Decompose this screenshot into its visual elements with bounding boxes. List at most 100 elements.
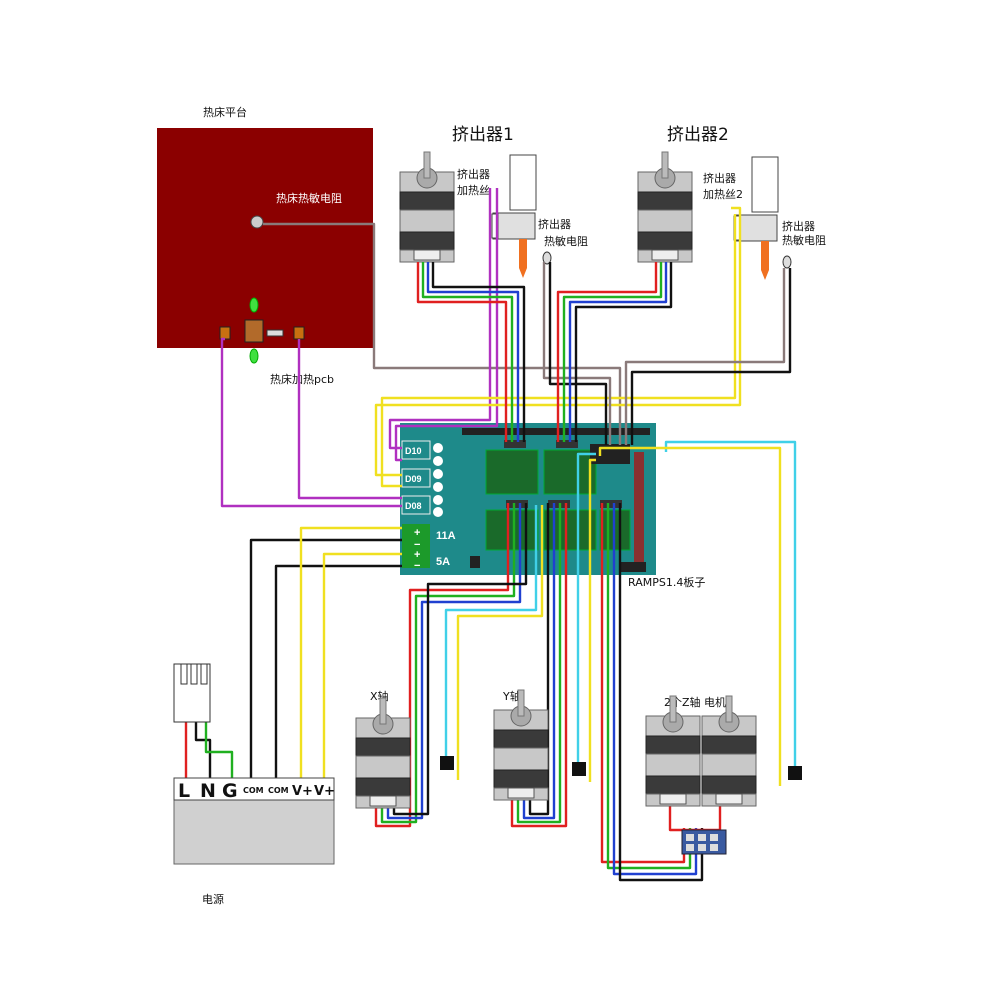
wire-mains-n [194,722,212,778]
power-input-block [402,524,430,568]
wire-x-motor-red [374,503,510,828]
board-header-right [634,452,644,562]
terminal-d10: D10 [405,446,422,456]
wire-extruder1-heater-a [388,188,492,450]
driver-socket-3 [485,509,539,551]
d09-plus [433,482,443,492]
input-11a-label: 11A [436,530,456,542]
heatbed-thermistor [250,215,264,229]
wire-ext1-motor-red [416,262,508,442]
input-5a-label: 5A [436,556,450,568]
wire-extruder2-thermistor-a [624,268,786,445]
wire-z-endstop-yellow [598,446,782,786]
x-motor [355,697,411,809]
terminal-d09: D09 [405,474,422,484]
extruder2-motor [637,151,693,263]
wire-ext2-motor-black [574,262,673,442]
wire-psu-com2 [274,564,402,778]
d08-minus [433,495,443,505]
wire-heatbed-thermistor [263,222,622,445]
extruder2-title: 挤出器2 [667,125,729,145]
mains-plug-pin-3 [200,663,208,685]
heatbed-pad-left [219,326,231,340]
wire-extruder1-heater-b [394,188,499,462]
psu-terminal-l: L [178,780,190,802]
wire-ext2-motor-green [562,262,663,442]
z-junction-pin-1 [686,834,694,841]
heatbed-pad-right [293,326,305,340]
terminal-d08: D08 [405,501,422,511]
input1-plus-sign: + [414,527,420,539]
y-axis-label: Y轴 [502,689,521,703]
wire-x-motor-black [392,503,528,816]
wire-ext1-motor-blue [426,262,520,442]
wire-y-motor-black [528,503,550,816]
extruder2-body [751,156,779,213]
z-junction-pin-3 [710,834,718,841]
z-motor-header [600,500,622,508]
extruder2-nozzle [761,241,769,280]
d09-minus [433,469,443,479]
driver-socket-1 [485,449,539,495]
board-label: RAMPS1.4板子 [628,575,705,589]
extruder1-heater-label-1: 挤出器 [457,167,490,181]
z-junction-pin-4 [686,844,694,851]
psu-terminal-n: N [200,780,216,802]
mains-plug-pin-2 [190,663,198,685]
wire-heatbed-pcb-1 [220,337,402,508]
wire-extruder2-thermistor-b [630,268,792,445]
extruder2-heater-label-2: 加热丝2 [703,188,743,201]
driver-socket-2 [543,449,597,495]
d08-plus [433,507,443,517]
wire-ext2-motor-blue [568,262,668,442]
board-button [470,556,480,568]
x-motor-header [506,500,528,508]
input2-plus-sign: + [414,549,420,561]
extruder2-thermistor-label-2: 热敏电阻 [782,233,826,247]
psu-terminal-g: G [222,780,238,802]
ext2-motor-header [556,440,578,448]
board-header-top [462,428,650,435]
z-motor-2 [701,695,757,807]
driver-socket-4 [543,509,597,551]
wire-ext2-motor-red [556,262,658,442]
psu-terminal-v2: V+ [314,784,335,799]
extruder2-thermistor [782,255,792,269]
terminal-d09-box [401,468,431,488]
extruder1-title: 挤出器1 [452,125,514,145]
d10-plus [433,456,443,466]
heatbed-led-top [249,297,259,313]
extruder2-heater-block [734,214,778,242]
wire-psu-com1 [249,538,402,778]
psu-terminal-v1: V+ [292,784,313,799]
z-endstop-switch [788,766,802,780]
wire-x-motor-blue [386,503,522,820]
heatbed-resistor [266,329,284,337]
wire-psu-v1 [299,526,402,778]
heatbed-thermistor-label: 热床热敏电阻 [276,191,342,205]
extruder1-motor [399,151,455,263]
wire-y-motor-red [510,503,568,828]
wire-y-endstop-yellow [588,458,596,782]
z-junction-pin-2 [698,834,706,841]
y-motor [493,689,549,801]
extruder2-thermistor-label-1: 挤出器 [782,219,815,233]
wire-z-motors-link [668,806,722,832]
z-junction-pin-6 [710,844,718,851]
x-endstop-switch [440,756,454,770]
extruder1-body [509,154,537,211]
wire-psu-v2 [322,552,402,778]
heatbed-led-bottom [249,348,259,364]
ext1-motor-header [504,440,526,448]
heatbed-plate [157,128,373,348]
z-axis-label: 2个Z轴 电机 [664,695,726,709]
input2-minus-sign: − [414,560,420,572]
terminal-d10-box [401,440,431,460]
heatbed-title: 热床平台 [203,105,247,119]
psu-terminal-com2: COM [268,786,289,795]
heatbed-connector [244,319,264,343]
wire-y-motor-green [516,503,562,824]
extruder1-heater-label-2: 加热丝 [457,184,490,197]
z-junction-pin-5 [698,844,706,851]
wire-x-motor-green [380,503,516,824]
